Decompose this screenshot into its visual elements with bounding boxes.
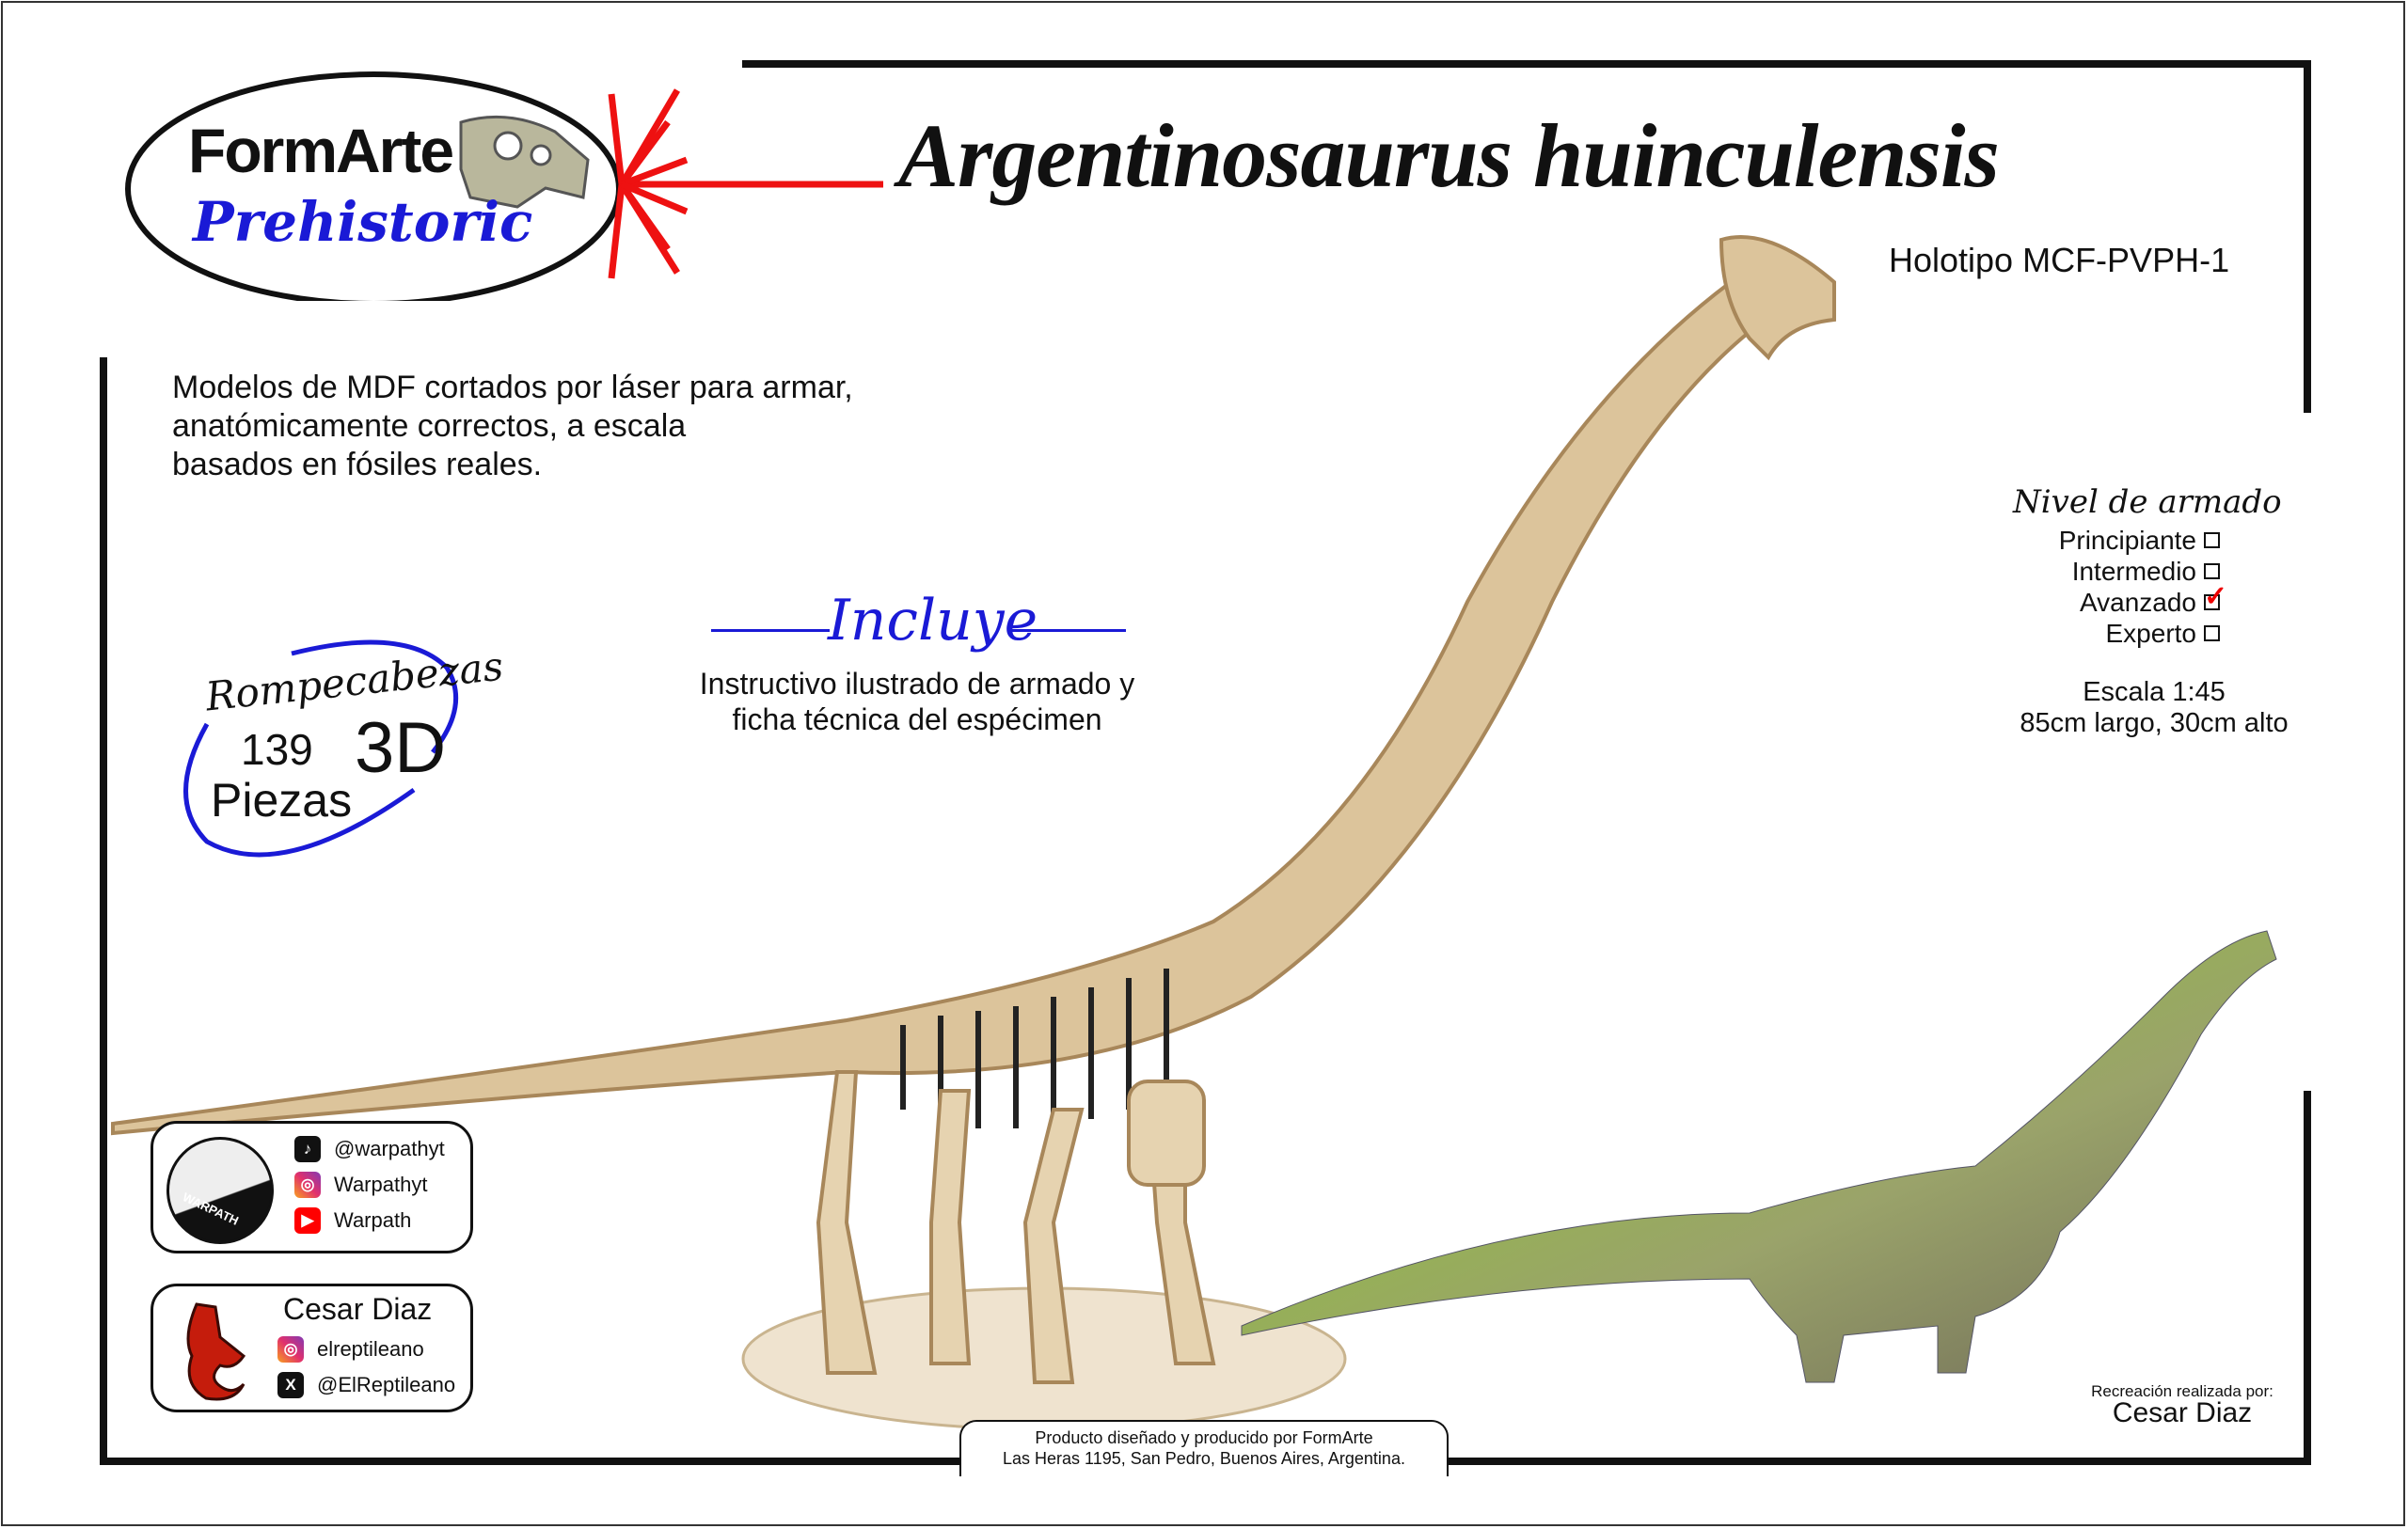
intro-line: anatómicamente correctos, a escala xyxy=(172,408,687,444)
warpath-social-card: WARPATH ♪ @warpathyt ◎ Warpathyt ▶ Warpath xyxy=(150,1121,473,1253)
handle: Warpathyt xyxy=(334,1173,428,1196)
legs xyxy=(816,1070,1216,1384)
creator-name: Cesar Diaz xyxy=(283,1292,433,1326)
reptileano-logo xyxy=(186,1302,246,1401)
includes-line: Instructivo ilustrado de armado y xyxy=(699,667,1135,701)
handle: @warpathyt xyxy=(334,1137,445,1160)
puzzle-type: 3D xyxy=(355,708,447,788)
difficulty-experto[interactable]: Experto xyxy=(1919,618,2220,649)
social-link-instagram[interactable]: ◎ Warpathyt xyxy=(294,1167,445,1203)
instagram-icon: ◎ xyxy=(277,1336,304,1363)
life-reconstruction-illustration xyxy=(1241,930,2277,1383)
scale-info: Escala 1:45 85cm largo, 30cm alto xyxy=(1985,677,2323,739)
footer-address: Las Heras 1195, San Pedro, Buenos Aires,… xyxy=(1003,1449,1405,1468)
producer-footer: Producto diseñado y producido por FormAr… xyxy=(959,1420,1449,1476)
holotype-label: Holotipo MCF-PVPH-1 xyxy=(1889,241,2230,279)
difficulty-avanzado[interactable]: Avanzado ✓ xyxy=(1919,583,2227,618)
checkbox-checked[interactable]: ✓ xyxy=(2204,583,2227,611)
social-link-tiktok[interactable]: ♪ @warpathyt xyxy=(294,1131,445,1167)
includes-rule-right xyxy=(1009,629,1126,632)
instagram-icon: ◎ xyxy=(294,1172,321,1198)
intro-line: Modelos de MDF cortados por láser para a… xyxy=(172,370,853,405)
level-label: Experto xyxy=(2105,619,2197,648)
skull-icon xyxy=(459,115,590,209)
checkbox[interactable] xyxy=(2204,563,2220,579)
tiktok-icon: ♪ xyxy=(294,1136,321,1162)
intro-line: basados en fósiles reales. xyxy=(172,447,543,482)
x-icon: X xyxy=(277,1372,304,1398)
puzzle-swoosh xyxy=(183,639,459,858)
difficulty-principiante[interactable]: Principiante xyxy=(1919,525,2220,556)
difficulty-intermedio[interactable]: Intermedio xyxy=(1919,556,2220,587)
youtube-icon: ▶ xyxy=(294,1207,321,1234)
includes-title: Incluye xyxy=(828,588,1038,654)
ribs xyxy=(900,969,1169,1128)
checkbox[interactable] xyxy=(2204,532,2220,548)
frame-right-bottom xyxy=(2304,1091,2311,1465)
scale-size: 85cm largo, 30cm alto xyxy=(2020,708,2289,738)
handle: elreptileano xyxy=(317,1337,424,1361)
warpath-logo-text: WARPATH xyxy=(180,1190,241,1228)
credit-name: Cesar Diaz xyxy=(2112,1397,2253,1428)
social-link-instagram[interactable]: ◎ elreptileano xyxy=(277,1332,455,1367)
frame-top xyxy=(742,60,2309,68)
page-title: Argentinosaurus huinculensis xyxy=(898,105,2000,206)
piece-unit: Piezas xyxy=(211,774,353,827)
includes-text: Instructivo ilustrado de armado y ficha … xyxy=(658,666,1176,737)
footer-line: Producto diseñado y producido por FormAr… xyxy=(1035,1428,1373,1447)
difficulty-list: Principiante Intermedio Avanzado ✓ Expert… xyxy=(1919,525,2227,649)
checkmark-icon: ✓ xyxy=(2204,581,2228,612)
credit-label: Recreación realizada por: xyxy=(2091,1382,2273,1400)
social-link-youtube[interactable]: ▶ Warpath xyxy=(294,1203,445,1238)
logo-subbrand: Prehistoric xyxy=(193,190,533,254)
includes-rule-left xyxy=(711,629,830,632)
checkbox[interactable] xyxy=(2204,625,2220,641)
frame-right-top xyxy=(2304,60,2311,413)
formarte-logo xyxy=(125,71,883,301)
frame-left xyxy=(100,357,107,1465)
handle: Warpath xyxy=(334,1208,412,1232)
cesar-social-card: Cesar Diaz ◎ elreptileano X @ElReptileano xyxy=(150,1284,473,1412)
handle: @ElReptileano xyxy=(317,1373,456,1396)
skull xyxy=(1719,235,1836,361)
level-label: Avanzado xyxy=(2079,588,2196,617)
level-label: Principiante xyxy=(2058,526,2196,555)
level-label: Intermedio xyxy=(2071,557,2196,586)
piece-count: 139 xyxy=(241,725,313,774)
logo-brand: FormArte xyxy=(188,116,454,185)
intro-text: Modelos de MDF cortados por láser para a… xyxy=(172,369,1019,484)
warpath-logo: WARPATH xyxy=(166,1137,274,1244)
scale-ratio: Escala 1:45 xyxy=(2083,677,2226,707)
includes-line: ficha técnica del espécimen xyxy=(732,702,1102,736)
difficulty-title: Nivel de armado xyxy=(2013,483,2282,521)
social-link-x[interactable]: X @ElReptileano xyxy=(277,1367,455,1403)
